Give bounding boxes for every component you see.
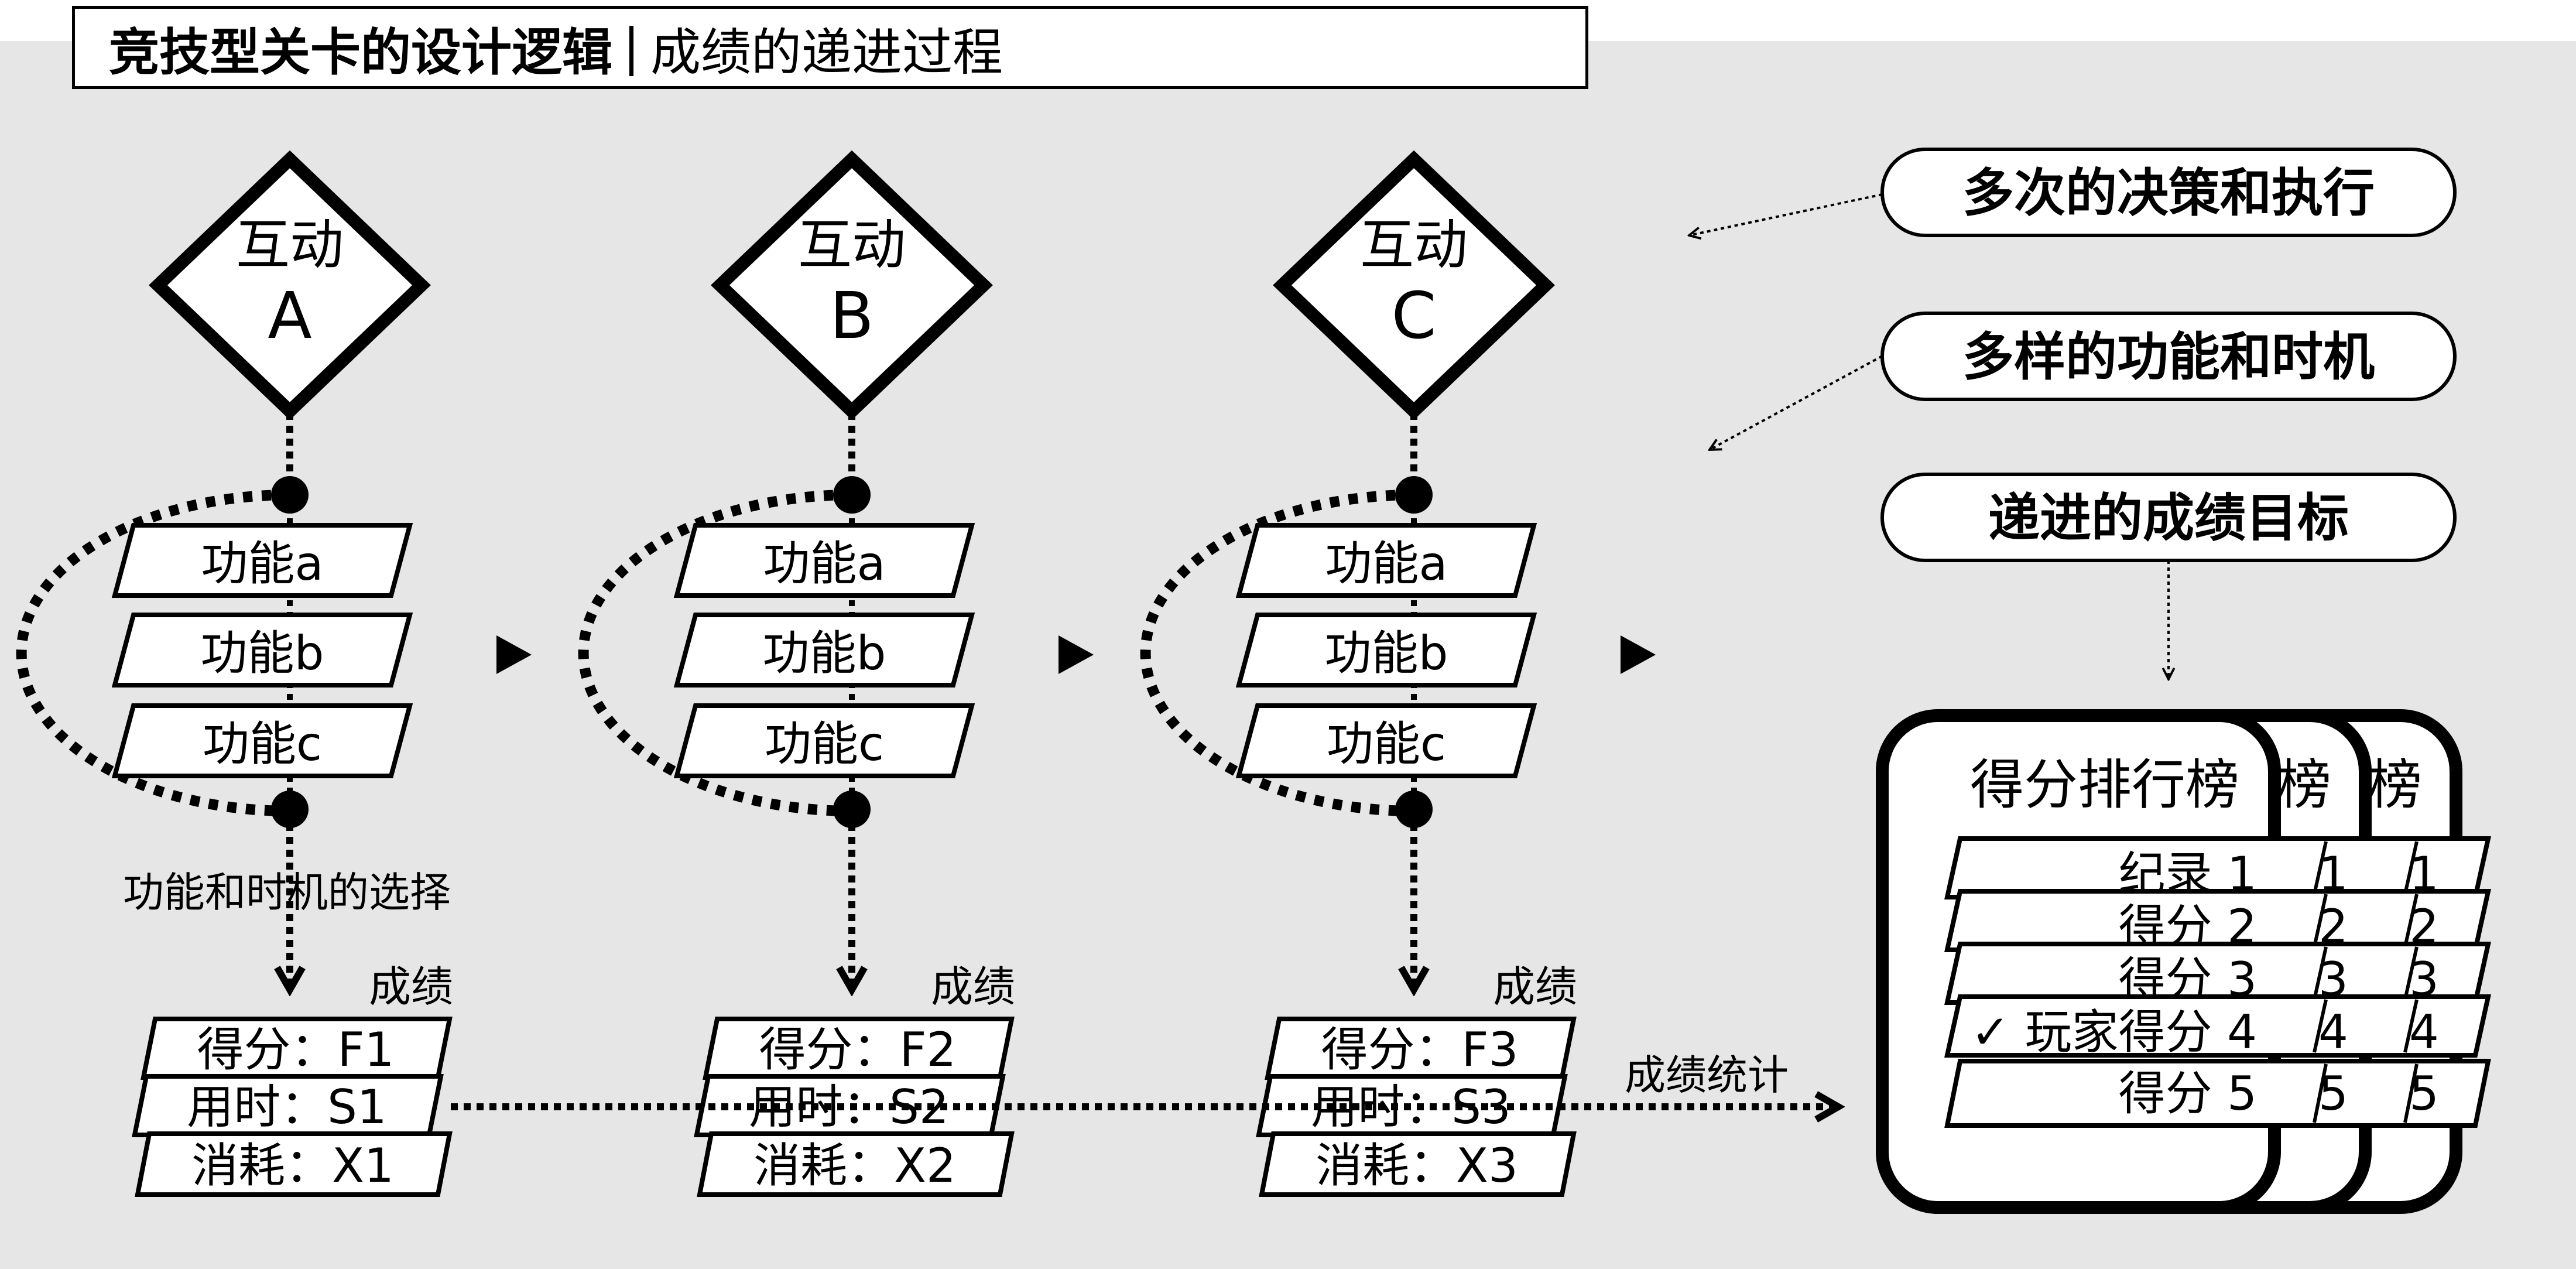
function-box bbox=[1235, 703, 1537, 778]
interaction-diamond-a bbox=[149, 150, 431, 420]
diamond-label: 互动 bbox=[1360, 214, 1468, 276]
result-label: 成绩 bbox=[369, 962, 453, 1011]
leaderboard-back-value: 4 bbox=[2318, 1005, 2348, 1059]
result-box bbox=[697, 1131, 1015, 1197]
function-box bbox=[673, 703, 975, 778]
leaderboard-back-value: 5 bbox=[2318, 1066, 2348, 1121]
leaderboard-tab-title: 榜 bbox=[2368, 754, 2422, 816]
function-label: 功能a bbox=[763, 536, 885, 591]
loop-dot bbox=[1395, 791, 1433, 828]
leaderboard-row-label: 得分 5 bbox=[2119, 1066, 2257, 1121]
function-label: 功能a bbox=[1325, 536, 1447, 591]
leaderboard-row: 纪录 1 1 1 bbox=[1944, 836, 2491, 901]
function-label: 功能c bbox=[203, 717, 322, 771]
interaction-diamond-c bbox=[1273, 150, 1555, 420]
result-value: 得分：F2 bbox=[759, 1022, 957, 1077]
function-label: 功能c bbox=[765, 717, 884, 771]
result-box bbox=[1259, 1131, 1577, 1197]
column-a: 互动 A 功能a 功能b 功能c 成绩 得分：F1 用时：S1 消耗：X1 bbox=[16, 150, 532, 1197]
function-box bbox=[673, 523, 975, 598]
callout-text: 多次的决策和执行 bbox=[1962, 163, 2375, 223]
loop-dot bbox=[271, 476, 309, 514]
function-label: 功能b bbox=[1325, 626, 1448, 680]
page-title: 竞技型关卡的设计逻辑 | 成绩的递进过程 bbox=[72, 6, 1588, 89]
play-triangle-icon bbox=[1621, 635, 1656, 674]
callout-text: 递进的成绩目标 bbox=[1988, 488, 2349, 548]
selection-label: 功能和时机的选择 bbox=[123, 868, 451, 916]
callouts: 多次的决策和执行 多样的功能和时机 递进的成绩目标 bbox=[1689, 148, 2457, 679]
diamond-letter: B bbox=[830, 278, 873, 353]
column-b: 互动 B 功能a 功能b 功能c 成绩 得分：F2 用时：S2 消耗：X2 bbox=[578, 150, 1094, 1197]
leaderboard-tab-title: 榜 bbox=[2277, 754, 2331, 816]
result-value: 消耗：X2 bbox=[753, 1138, 956, 1193]
function-box bbox=[1235, 613, 1537, 687]
callout-text: 多样的功能和时机 bbox=[1962, 327, 2375, 387]
function-label: 功能c bbox=[1327, 717, 1446, 771]
function-label: 功能b bbox=[763, 626, 886, 680]
stats-label: 成绩统计 bbox=[1625, 1051, 1789, 1099]
title-subtitle: 成绩的递进过程 bbox=[650, 23, 1003, 82]
loop-dot bbox=[1395, 476, 1433, 514]
function-box bbox=[1235, 523, 1537, 598]
leaderboard-row-label: ✓ 玩家得分 4 bbox=[1971, 1005, 2257, 1059]
callout-arrow bbox=[1710, 355, 1883, 450]
play-triangle-icon bbox=[496, 635, 532, 674]
result-box bbox=[135, 1131, 453, 1197]
leaderboard-title: 得分排行榜 bbox=[1970, 754, 2239, 816]
function-box bbox=[111, 523, 413, 598]
play-triangle-icon bbox=[1059, 635, 1094, 674]
loop-dot bbox=[833, 476, 871, 514]
function-loop-b bbox=[578, 490, 852, 816]
result-value: 消耗：X1 bbox=[191, 1138, 394, 1193]
function-box bbox=[673, 613, 975, 687]
result-label: 成绩 bbox=[1493, 962, 1577, 1011]
leaderboard-row: 得分 5 5 5 bbox=[1944, 1059, 2491, 1128]
loop-dot bbox=[271, 791, 309, 828]
title-main: 竞技型关卡的设计逻辑 bbox=[109, 23, 612, 82]
function-box bbox=[111, 703, 413, 778]
leaderboard-back-value: 5 bbox=[2409, 1066, 2439, 1121]
diamond-label: 互动 bbox=[236, 214, 344, 276]
diamond-letter: A bbox=[268, 278, 311, 353]
callout-box bbox=[1880, 148, 2457, 237]
result-value: 用时：S1 bbox=[187, 1080, 387, 1134]
diamond-letter: C bbox=[1392, 278, 1437, 353]
column-c: 互动 C 功能a 功能b 功能c 成绩 得分：F3 用时：S3 消耗：X3 bbox=[1140, 150, 1656, 1197]
leaderboard-back-value: 4 bbox=[2409, 1005, 2439, 1059]
result-value: 得分：F3 bbox=[1321, 1022, 1519, 1077]
function-box bbox=[111, 613, 413, 687]
diamond-label: 互动 bbox=[798, 214, 906, 276]
function-label: 功能b bbox=[201, 626, 324, 680]
function-loop-a bbox=[16, 490, 290, 816]
result-label: 成绩 bbox=[931, 962, 1015, 1011]
function-label: 功能a bbox=[201, 536, 323, 591]
interaction-diamond-b bbox=[711, 150, 993, 420]
leaderboard-row-player: ✓ 玩家得分 4 4 4 bbox=[1944, 994, 2491, 1059]
result-value: 得分：F1 bbox=[197, 1022, 395, 1077]
result-value: 消耗：X3 bbox=[1316, 1138, 1518, 1193]
function-loop-c bbox=[1140, 490, 1414, 816]
title-separator: | bbox=[623, 18, 640, 77]
loop-dot bbox=[833, 791, 871, 828]
leaderboard: 榜 榜 得分排行榜 纪录 1 1 1 得分 2 2 2 得分 3 bbox=[1876, 709, 2491, 1214]
callout-arrow bbox=[1689, 193, 1883, 235]
